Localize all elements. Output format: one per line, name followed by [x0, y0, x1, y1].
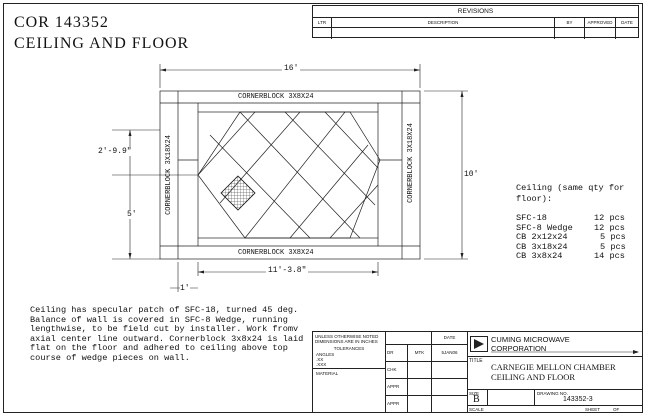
drawing-code: COR 143352	[14, 14, 109, 31]
dim-bottom-inner: 11'-3.8"	[266, 266, 309, 275]
rev-col-by: BY	[555, 18, 585, 27]
material-label: MATERIAL	[316, 371, 339, 376]
size-value: B	[473, 394, 480, 405]
tolerance-note: UNLESS OTHERWISE NOTED DIMENSIONS ARE IN…	[315, 334, 379, 344]
dr-label: DR	[385, 345, 408, 361]
tol-x-label: .XX	[316, 357, 324, 362]
cornerblock-bottom-label: CORNERBLOCK 3X8X24	[238, 249, 314, 257]
rev-col-approved: APPROVED	[585, 18, 616, 27]
signoff-grid: DATE DR MTK 5JAN06 CHK APPR APPR	[385, 332, 468, 412]
arrow-icon	[491, 350, 639, 354]
dr-by: MTK	[408, 345, 432, 361]
note-line: axial center line outward. Cornerblock 3…	[30, 333, 304, 344]
dim-overall-height: 10'	[464, 170, 479, 179]
note-line: Ceiling has specular patch of SFC-18, tu…	[30, 305, 299, 315]
revisions-header-row: LTR DESCRIPTION BY APPROVED DATE	[313, 18, 638, 28]
angles-label: ANGLES	[316, 352, 335, 357]
rev-col-description: DESCRIPTION	[332, 18, 555, 27]
tol-xx-label: .XXX	[313, 362, 385, 369]
sheet-label: SHEET	[585, 407, 601, 412]
tolerances-label: TOLERANCES	[333, 346, 365, 351]
company-logo-icon	[470, 336, 488, 352]
note-line: flat on the floor and adhered to ceiling…	[30, 343, 288, 354]
grid-diamond	[220, 175, 256, 211]
chk-label: CHK	[385, 362, 408, 378]
cornerblock-top-label: CORNERBLOCK 3X8X24	[238, 93, 314, 101]
appr1-label: APPR	[385, 379, 408, 395]
dim-bottom-left: 1'	[180, 284, 190, 293]
dim-left-upper: 2'-9.9"	[98, 147, 132, 156]
drawing-no-value: 143352-3	[563, 396, 593, 403]
appr2-label: APPR	[385, 396, 408, 412]
revisions-empty-row	[313, 28, 638, 39]
note-line: Balance of wall is covered in SFC-8 Wedg…	[30, 314, 288, 325]
title-block: UNLESS OTHERWISE NOTED DIMENSIONS ARE IN…	[312, 331, 643, 413]
revisions-title: REVISIONS	[313, 6, 638, 18]
of-label: OF	[613, 407, 620, 412]
general-notes: Ceiling has specular patch of SFC-18, tu…	[30, 305, 304, 364]
parts-heading-2: floor):	[516, 194, 553, 204]
title-label: TITLE	[469, 358, 483, 364]
cornerblock-right-label: CORNERBLOCK 3X18X24	[407, 123, 415, 203]
room-outline	[159, 90, 421, 260]
note-line: lengthwise, to be field cut by installer…	[30, 324, 299, 335]
company-panel: CUMING MICROWAVE CORPORATION TITLE CARNE…	[467, 332, 642, 412]
cornerblock-left-label: CORNERBLOCK 3X18X24	[165, 135, 173, 215]
drawing-subtitle: CEILING AND FLOOR	[14, 35, 190, 52]
rev-col-ltr: LTR	[313, 18, 332, 27]
dim-overall-width: 16'	[282, 64, 301, 73]
company-name: CUMING MICROWAVE CORPORATION	[491, 335, 570, 353]
drawing-no-label: DRAWING NO.	[537, 391, 568, 396]
dr-date: 5JAN06	[441, 350, 458, 355]
size-label: SIZE	[469, 391, 480, 396]
date-header: DATE	[443, 335, 456, 340]
parts-heading-1: Ceiling (same qty for	[516, 183, 625, 193]
scale-label: SCALE	[469, 407, 484, 412]
drawing-title: CARNEGIE MELLON CHAMBER CEILING AND FLOO…	[491, 362, 616, 382]
tolerance-panel: UNLESS OTHERWISE NOTED DIMENSIONS ARE IN…	[313, 332, 386, 412]
note-line: course of wedge pieces on wall.	[30, 352, 190, 363]
dim-left-lower: 5'	[127, 210, 137, 219]
specular-patch	[197, 111, 381, 239]
revisions-table: REVISIONS LTR DESCRIPTION BY APPROVED DA…	[312, 5, 639, 39]
rev-col-date: DATE	[621, 20, 633, 25]
